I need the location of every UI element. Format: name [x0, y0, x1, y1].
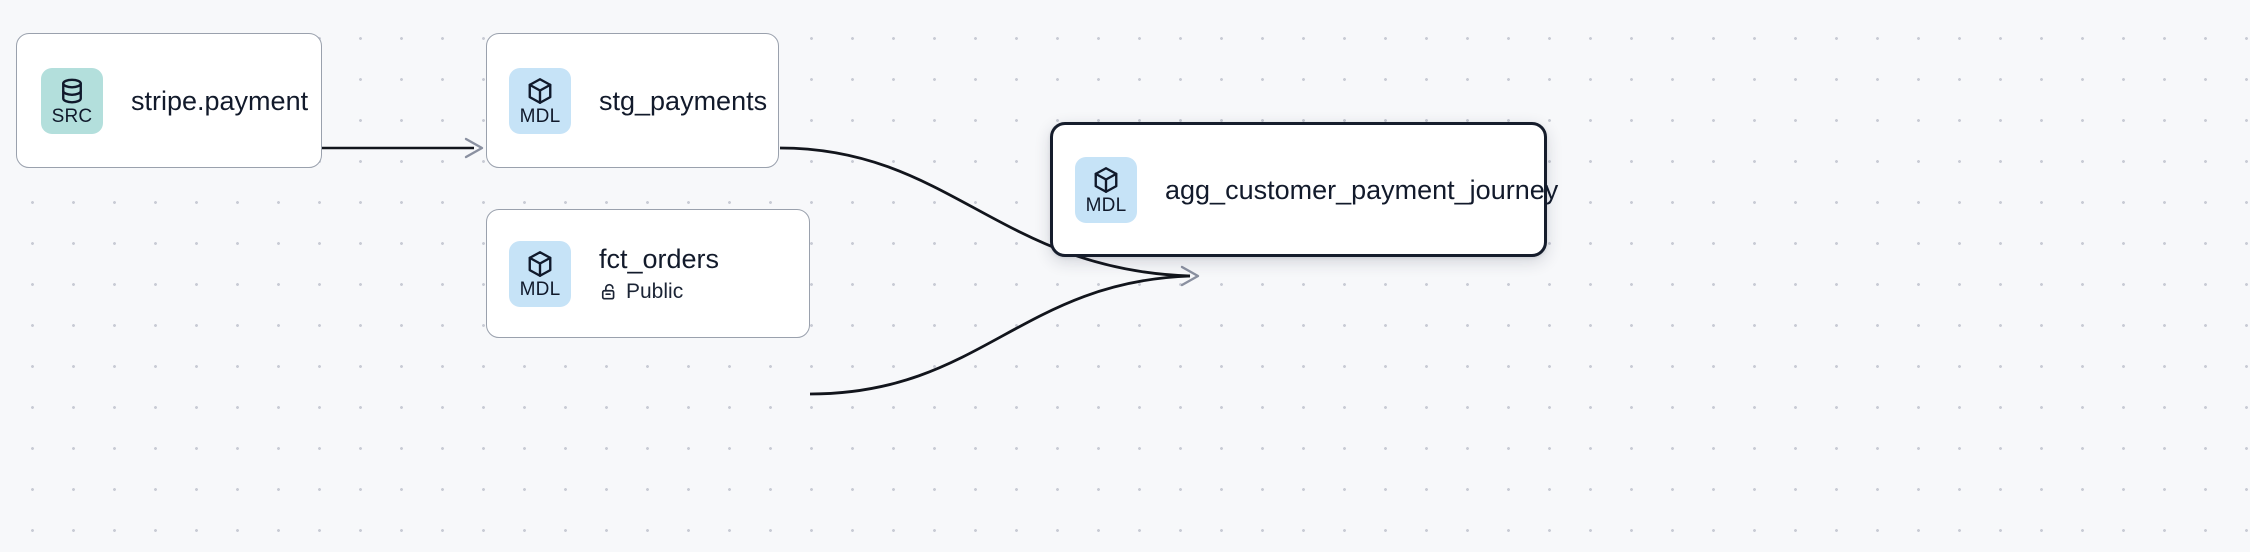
model-type-badge: MDL: [509, 67, 571, 134]
cube-icon: [525, 76, 555, 106]
model-type-badge: MDL: [509, 240, 571, 307]
node-title: fct_orders: [599, 244, 720, 274]
lineage-node-stripe-payment[interactable]: SRC stripe.payment: [16, 33, 322, 168]
badge-label: MDL: [519, 278, 561, 300]
database-icon: [57, 76, 87, 106]
cube-icon: [1091, 165, 1121, 195]
node-title: stripe.payment: [131, 85, 309, 116]
unlock-icon: [599, 282, 619, 302]
node-title: stg_payments: [599, 85, 768, 116]
badge-label: SRC: [51, 105, 93, 127]
arrowhead-icon: [1180, 265, 1200, 287]
source-type-badge: SRC: [41, 67, 103, 134]
node-labels: agg_customer_payment_journey: [1165, 174, 1559, 206]
badge-label: MDL: [1085, 194, 1127, 216]
node-title: agg_customer_payment_journey: [1165, 174, 1559, 205]
edge-fct-to-agg: [809, 274, 1191, 396]
node-labels: stg_payments: [599, 85, 767, 117]
lineage-node-stg-payments[interactable]: MDL stg_payments: [486, 33, 779, 168]
lineage-node-fct-orders[interactable]: MDL fct_orders Public: [486, 209, 810, 338]
badge-label: MDL: [519, 105, 561, 127]
visibility-label: Public: [626, 280, 684, 303]
node-visibility: Public: [599, 280, 719, 304]
model-type-badge: MDL: [1075, 156, 1137, 223]
arrowhead-icon: [464, 137, 484, 159]
node-labels: fct_orders Public: [599, 243, 719, 304]
node-labels: stripe.payment: [131, 85, 308, 117]
cube-icon: [525, 249, 555, 279]
edge-stripe-to-stg: [322, 137, 484, 159]
lineage-node-agg-customer-payment-journey[interactable]: MDL agg_customer_payment_journey: [1050, 122, 1559, 257]
